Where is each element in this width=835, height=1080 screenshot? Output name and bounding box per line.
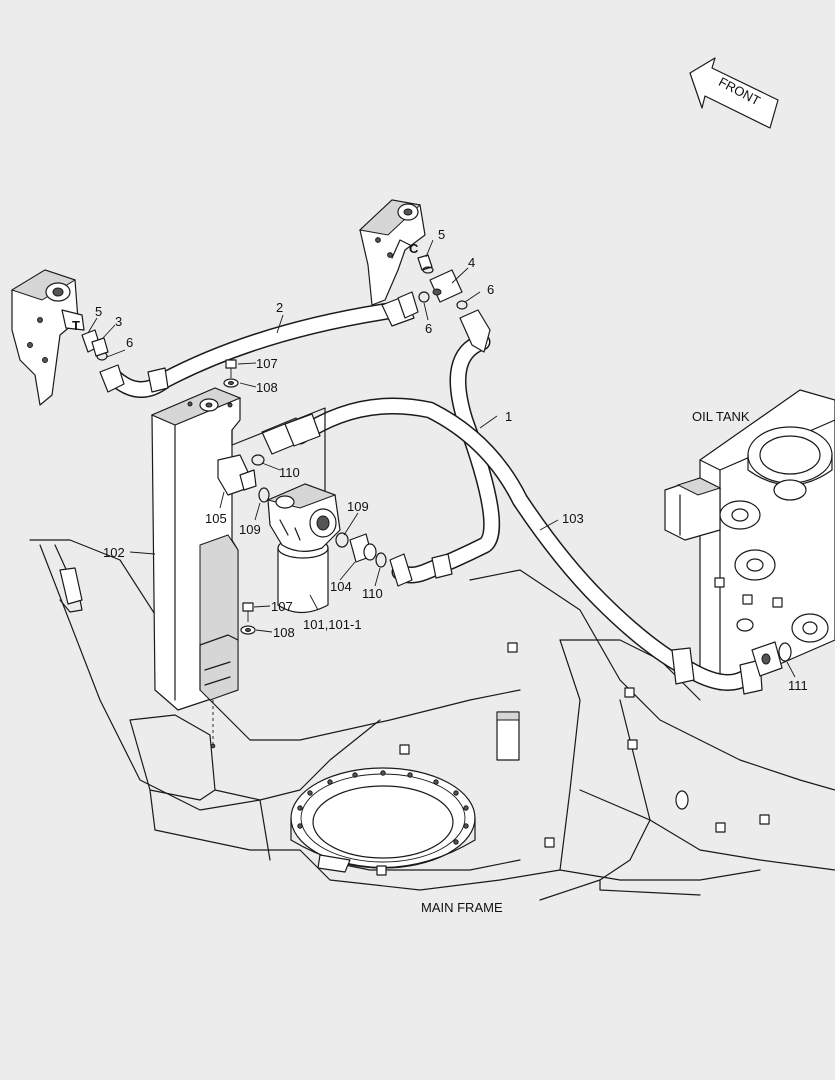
callout-6-right: 6 <box>487 282 494 297</box>
small-parts <box>81 254 792 749</box>
filter-assembly-101 <box>266 483 341 614</box>
callout-110-bottom: 110 <box>362 586 383 601</box>
main-frame-drawing <box>29 539 835 901</box>
port-label-t: T <box>72 318 80 333</box>
callout-3: 3 <box>115 314 122 329</box>
oil-tank-label: OIL TANK <box>692 409 750 424</box>
callouts: 1 2 3 4 5 5 6 6 6 T C 101,101-1 102 103 … <box>72 227 808 915</box>
callout-110-top: 110 <box>279 465 300 480</box>
oil-tank-drawing <box>664 389 835 691</box>
leader-lines <box>87 239 796 678</box>
callout-2: 2 <box>276 300 283 315</box>
callout-107-bottom: 107 <box>271 599 293 614</box>
callout-108-top: 108 <box>256 380 278 395</box>
main-frame-label: MAIN FRAME <box>421 900 503 915</box>
callout-104: 104 <box>330 579 352 594</box>
callout-6-mid: 6 <box>425 321 432 336</box>
callout-101: 101,101-1 <box>303 617 362 632</box>
callout-103: 103 <box>562 511 584 526</box>
callout-5-left: 5 <box>95 304 102 319</box>
bolt-holes <box>297 770 469 845</box>
callout-105: 105 <box>205 511 227 526</box>
callout-109-left: 109 <box>239 522 261 537</box>
hose-fittings <box>99 291 763 695</box>
callout-108-bottom: 108 <box>273 625 295 640</box>
callout-1: 1 <box>505 409 512 424</box>
callout-4: 4 <box>468 255 475 270</box>
front-arrow: FRONT <box>689 57 779 129</box>
callout-107-top: 107 <box>256 356 278 371</box>
left-control-valve <box>10 269 85 406</box>
port-label-c: C <box>409 241 419 256</box>
right-control-valve <box>358 199 426 306</box>
callout-109-right: 109 <box>347 499 369 514</box>
callout-5-right: 5 <box>438 227 445 242</box>
callout-6-left: 6 <box>126 335 133 350</box>
callout-111: 111 <box>788 678 808 693</box>
callout-102: 102 <box>103 545 125 560</box>
